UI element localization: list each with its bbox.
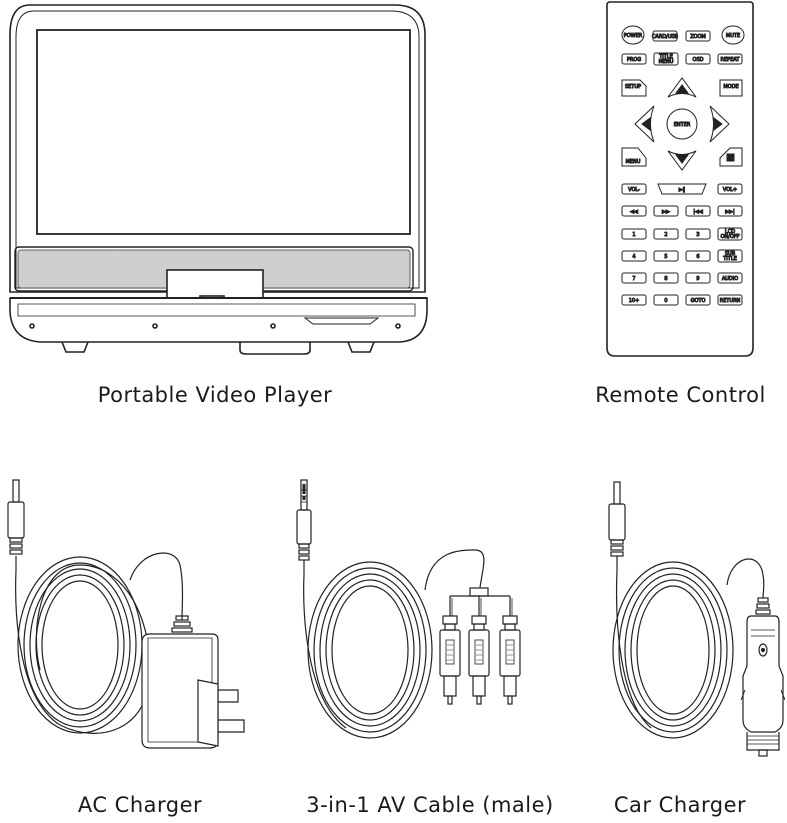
svg-text:SETUP: SETUP [625,84,641,90]
svg-text:LCD: LCD [725,229,735,235]
caption-av-cable: 3-in-1 AV Cable (male) [306,793,554,817]
svg-text:0: 0 [664,298,667,304]
svg-text:ZOOM: ZOOM [690,34,706,40]
svg-text:▶▶|: ▶▶| [725,209,735,215]
svg-text:MENU: MENU [659,59,674,65]
svg-text:◀◀: ◀◀ [630,209,638,215]
svg-text:POWER: POWER [624,33,643,39]
av-cable-illustration [290,470,550,770]
svg-text:8: 8 [664,276,667,282]
svg-text:VOL-: VOL- [628,187,640,193]
svg-text:▶▶: ▶▶ [662,209,670,215]
svg-text:PROG: PROG [627,57,641,63]
svg-text:5: 5 [664,254,667,260]
svg-text:▶‖: ▶‖ [679,187,685,193]
svg-text:TITLE: TITLE [658,54,673,60]
caption-car-charger: Car Charger [613,793,747,817]
svg-text:CARD/USB: CARD/USB [652,34,679,40]
portable-video-player-illustration [0,0,440,370]
svg-text:9: 9 [696,276,699,282]
svg-text:|◀◀: |◀◀ [693,209,703,215]
svg-text:6: 6 [696,254,699,260]
svg-text:GOTO: GOTO [691,298,706,304]
caption-portable-video-player: Portable Video Player [97,383,333,407]
caption-remote-control: Remote Control [595,383,766,407]
svg-text:ENTER: ENTER [674,122,691,128]
svg-text:AUDIO: AUDIO [722,276,738,282]
svg-text:7: 7 [632,276,635,282]
svg-text:3: 3 [696,232,699,238]
svg-text:TITLE: TITLE [722,256,737,262]
svg-text:VOL+: VOL+ [723,187,737,193]
svg-text:MODE: MODE [723,84,738,90]
svg-text:ON/OFF: ON/OFF [720,234,739,240]
car-charger-illustration [595,470,785,770]
svg-text:MENU: MENU [626,159,641,165]
svg-text:4: 4 [632,254,635,260]
svg-text:RETURN: RETURN [720,298,741,304]
svg-text:REPEAT: REPEAT [721,57,741,63]
caption-ac-charger: AC Charger [77,793,203,817]
ac-charger-illustration [0,470,260,770]
svg-text:10+: 10+ [629,298,640,304]
svg-text:2: 2 [664,232,667,238]
svg-text:OSD: OSD [693,57,704,63]
svg-text:MUTE: MUTE [726,33,740,39]
svg-text:SUB: SUB [725,251,736,257]
svg-text:1: 1 [632,232,635,238]
